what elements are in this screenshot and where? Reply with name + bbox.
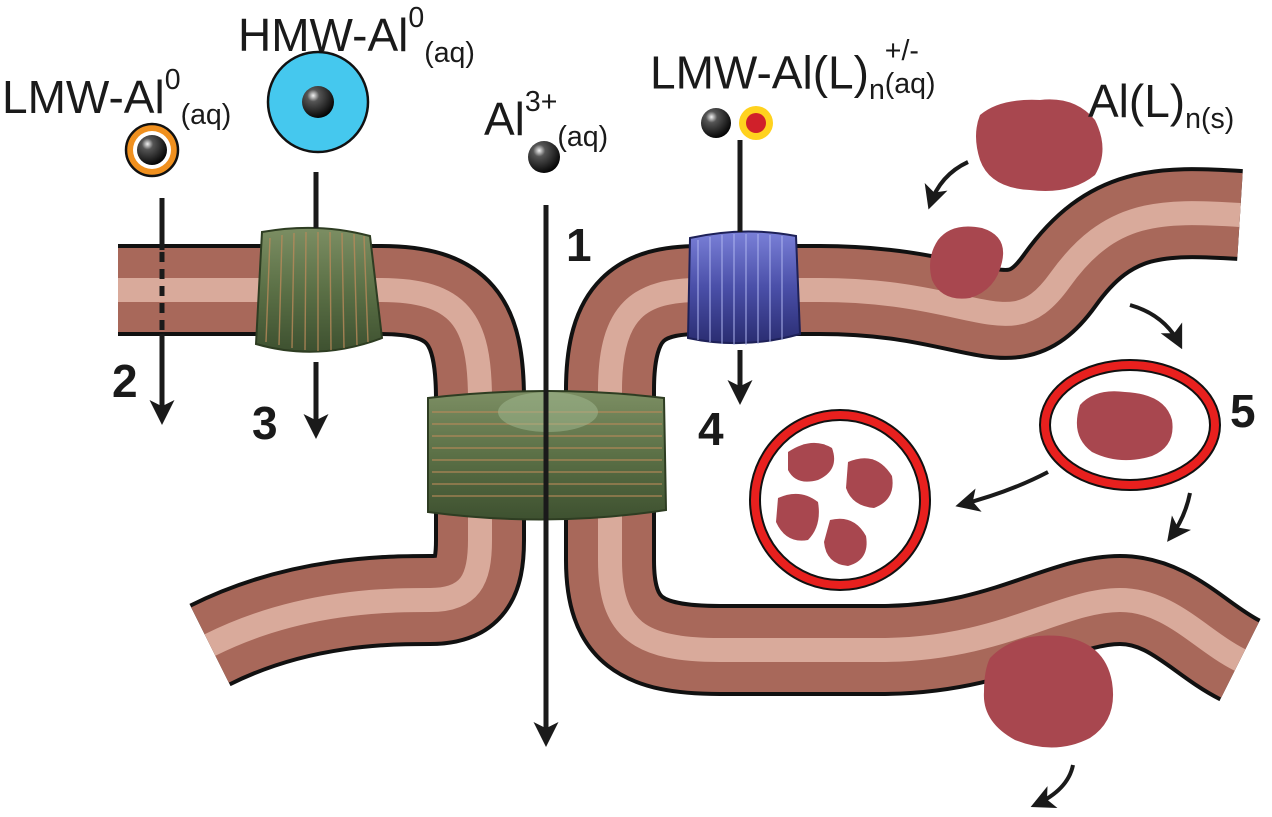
- lmw-complex-transporter: [686, 230, 802, 345]
- vesicle-intact: [1039, 359, 1221, 491]
- label-lmw-al0: LMW-Al0(aq): [2, 64, 232, 132]
- membrane-upper-right: [564, 167, 1243, 470]
- process-arrows: [924, 160, 1192, 808]
- vesicle-fragmented: [749, 409, 931, 591]
- pathway-number-4: 4: [698, 403, 724, 455]
- label-lmw-al-ligand: LMW-Al(L)n+/-(aq): [650, 34, 936, 107]
- pathway-number-2: 2: [112, 355, 138, 407]
- solid-precipitate-small: [930, 226, 1004, 299]
- lmw-al-ligand-complex-icon: [701, 106, 773, 140]
- label-hmw-al0: HMW-Al0(aq): [238, 2, 475, 70]
- pathway-number-1: 1: [566, 219, 592, 271]
- label-al-ligand-solid: Al(L)n(s): [1088, 75, 1235, 135]
- pathway-number-3: 3: [252, 397, 278, 449]
- membrane-upper-left: [118, 244, 526, 470]
- solid-precipitate-bottom: [983, 635, 1114, 748]
- label-al3-aq: Al3+(aq): [484, 86, 609, 154]
- solid-precipitate-top: [976, 99, 1103, 191]
- hmw-al0-species-icon: [266, 50, 370, 154]
- membrane-lower-right: [564, 470, 1262, 702]
- al3-ion-icon: [528, 141, 560, 173]
- membrane-lower-left: [189, 470, 526, 687]
- hmw-channel: [254, 226, 384, 353]
- lmw-al0-species-icon: [124, 122, 180, 178]
- pathway-number-5: 5: [1230, 385, 1256, 437]
